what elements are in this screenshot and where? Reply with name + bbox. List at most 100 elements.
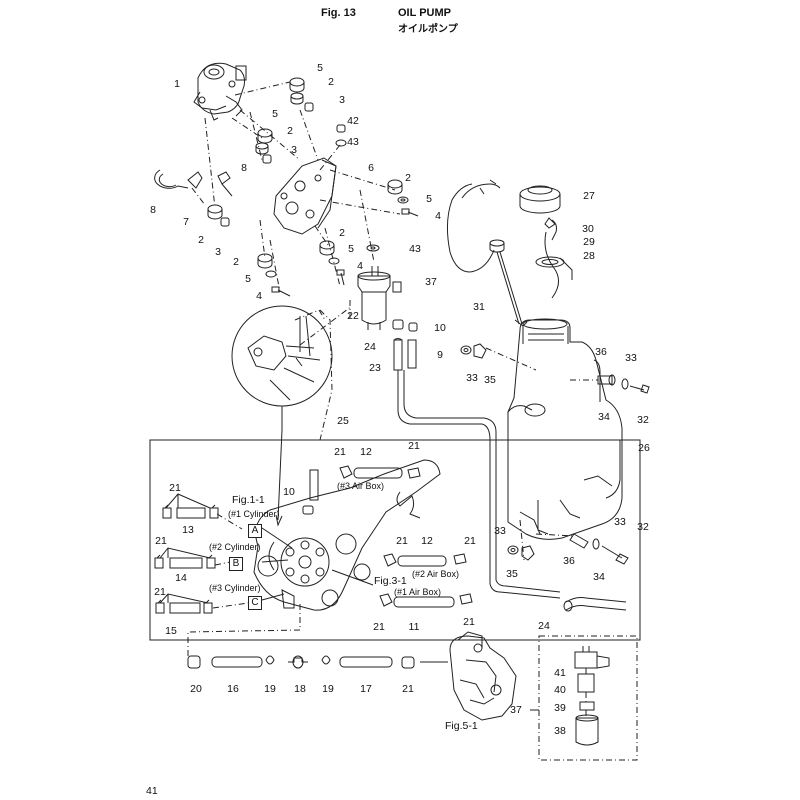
- part-number-label: 4: [256, 289, 262, 302]
- part-number-label: 2: [339, 226, 345, 239]
- part-number-label: 2: [405, 171, 411, 184]
- part-number-label: 28: [583, 249, 595, 262]
- part-number-label: 26: [638, 441, 650, 454]
- part-number-label: 36: [595, 345, 607, 358]
- part-number-label: 23: [369, 361, 381, 374]
- tank-fastener-drawings: [460, 343, 650, 394]
- part-number-label: 21: [334, 445, 346, 458]
- band-clamp-drawing: [154, 169, 233, 197]
- part-number-label: 19: [264, 682, 276, 695]
- figure-title-japanese: オイルポンプ: [398, 24, 458, 35]
- oil-tank-drawing: [507, 318, 623, 540]
- part-number-label: 8: [150, 203, 156, 216]
- part-number-label: 40: [554, 683, 566, 696]
- part-number-label: 4: [357, 259, 363, 272]
- part-number-label: 12: [421, 534, 433, 547]
- part-number-label: 33: [614, 515, 626, 528]
- part-number-label: 5: [348, 242, 354, 255]
- part-number-label: 2: [198, 233, 204, 246]
- part-number-label: 21: [169, 481, 181, 494]
- part-number-label: 33: [466, 371, 478, 384]
- part-number-label: 5: [317, 61, 323, 74]
- grommet-drawings: [207, 77, 419, 297]
- part-number-label: 32: [637, 413, 649, 426]
- part-number-label: 19: [322, 682, 334, 695]
- part-number-label: 13: [182, 523, 194, 536]
- part-number-label: 35: [506, 567, 518, 580]
- part-number-label: 2: [328, 75, 334, 88]
- part-number-label: 21: [463, 615, 475, 628]
- part-number-label: 21: [402, 682, 414, 695]
- air-box-3-label: (#3 Air Box): [337, 481, 385, 491]
- part-number-label: 5: [245, 272, 251, 285]
- part-number-label: 39: [554, 701, 566, 714]
- tank-cap-drawing: [519, 185, 573, 299]
- part-number-label: 12: [360, 445, 372, 458]
- part-number-label: 21: [408, 439, 420, 452]
- part-number-label: 18: [294, 682, 306, 695]
- part-number-label: 35: [484, 373, 496, 386]
- part-number-label: 21: [155, 534, 167, 547]
- bottom-row-drawings: [187, 655, 415, 669]
- hose-line: [397, 370, 561, 599]
- part-number-label: 37: [510, 703, 522, 716]
- part-number-label: 6: [368, 161, 374, 174]
- engine-view-drawing: [420, 631, 517, 721]
- part-number-label: 4: [435, 209, 441, 222]
- connector-a-box: A: [248, 524, 262, 538]
- connector-c-box: C: [248, 596, 262, 610]
- part-number-label: 3: [215, 245, 221, 258]
- part-number-label: 32: [637, 520, 649, 533]
- part-number-label: 22: [347, 309, 359, 322]
- part-number-label: 33: [625, 351, 637, 364]
- part-number-label: 2: [233, 255, 239, 268]
- part-number-label: 43: [409, 242, 421, 255]
- air-box-2-label: (#2 Air Box): [412, 569, 460, 579]
- tank-lower-fastener-drawings: [507, 519, 629, 565]
- part-number-label: 16: [227, 682, 239, 695]
- figure-number: Fig. 13: [321, 7, 356, 19]
- part-number-label: 5: [426, 192, 432, 205]
- cylinder-3-label: (#3 Cylinder): [209, 583, 261, 593]
- return-hose-drawing: [563, 597, 627, 612]
- pump-bracket-drawing: [273, 157, 337, 235]
- part-number-label: 15: [165, 624, 177, 637]
- part-number-label: 21: [396, 534, 408, 547]
- part-number-label: 24: [538, 619, 550, 632]
- part-number-label: 36: [563, 554, 575, 567]
- part-number-label: 42: [347, 114, 359, 127]
- fig-3-1-label: Fig.3-1: [374, 575, 407, 587]
- part-number-label: 14: [175, 571, 187, 584]
- cylinder-plate-drawing: [253, 459, 441, 611]
- part-number-label: 3: [339, 93, 345, 106]
- part-number-label: 9: [437, 348, 443, 361]
- part-number-label: 31: [473, 300, 485, 313]
- part-number-label: 34: [598, 410, 610, 423]
- box-hose-drawings: [154, 465, 473, 656]
- part-number-label: 29: [583, 235, 595, 248]
- detail-circle-drawing: [231, 305, 353, 441]
- part-number-label: 33: [494, 524, 506, 537]
- part-number-label: 27: [583, 189, 595, 202]
- cylinder-1-label: (#1 Cylinder): [228, 509, 280, 519]
- part-number-label: 25: [337, 414, 349, 427]
- filter-inset-box: [538, 635, 638, 761]
- part-number-label: 37: [425, 275, 437, 288]
- routing-detail-box: [149, 439, 641, 641]
- cylinder-2-label: (#2 Cylinder): [209, 542, 261, 552]
- level-sensor-drawing: [446, 179, 528, 327]
- page-number: 41: [146, 785, 158, 797]
- part-number-label: 43: [347, 135, 359, 148]
- part-number-label: 38: [554, 724, 566, 737]
- part-number-label: 2: [287, 124, 293, 137]
- fig-5-1-label: Fig.5-1: [445, 720, 478, 732]
- part-number-label: 24: [364, 340, 376, 353]
- oil-pump-drawing: [193, 62, 247, 121]
- part-number-label: 10: [434, 321, 446, 334]
- part-number-label: 20: [190, 682, 202, 695]
- figure-title: OIL PUMP: [398, 7, 451, 19]
- part-number-label: 1: [174, 77, 180, 90]
- part-number-label: 30: [582, 222, 594, 235]
